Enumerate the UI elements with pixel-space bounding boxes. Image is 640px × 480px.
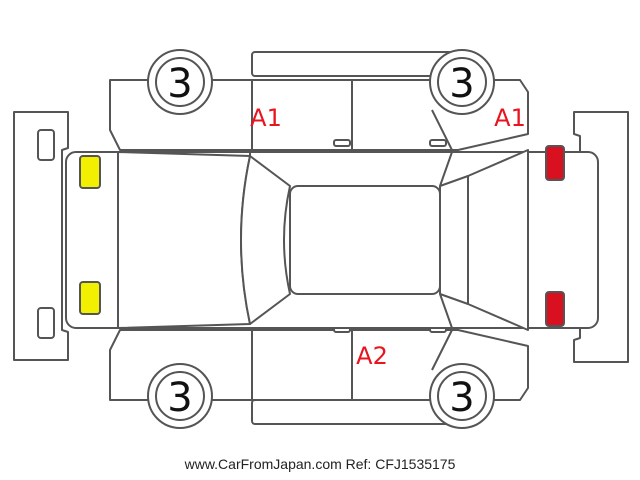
wheel-front-left: 3 [147, 49, 213, 115]
car-body-top-view [65, 149, 599, 331]
wheel-rear-right: 3 [429, 363, 495, 429]
damage-mark-right-door: A2 [356, 342, 388, 370]
front-light-upper [79, 155, 101, 189]
reference-footer: www.CarFromJapan.com Ref: CFJ1535175 [184, 456, 456, 472]
wheel-rear-left-label: 3 [449, 61, 474, 107]
rear-light-upper [545, 145, 565, 181]
wheel-front-left-label: 3 [167, 61, 192, 107]
wheel-front-right-label: 3 [167, 375, 192, 421]
roof-rail-right [251, 399, 453, 425]
wheel-front-right: 3 [147, 363, 213, 429]
wheel-rear-right-label: 3 [449, 375, 474, 421]
rear-light-lower [545, 291, 565, 327]
damage-mark-rear-left-fender: A1 [494, 104, 526, 132]
roof-rail-left [251, 51, 453, 77]
front-bumper [13, 111, 69, 361]
wheel-rear-left: 3 [429, 49, 495, 115]
damage-mark-front-left-fender: A1 [250, 104, 282, 132]
front-light-lower [79, 281, 101, 315]
